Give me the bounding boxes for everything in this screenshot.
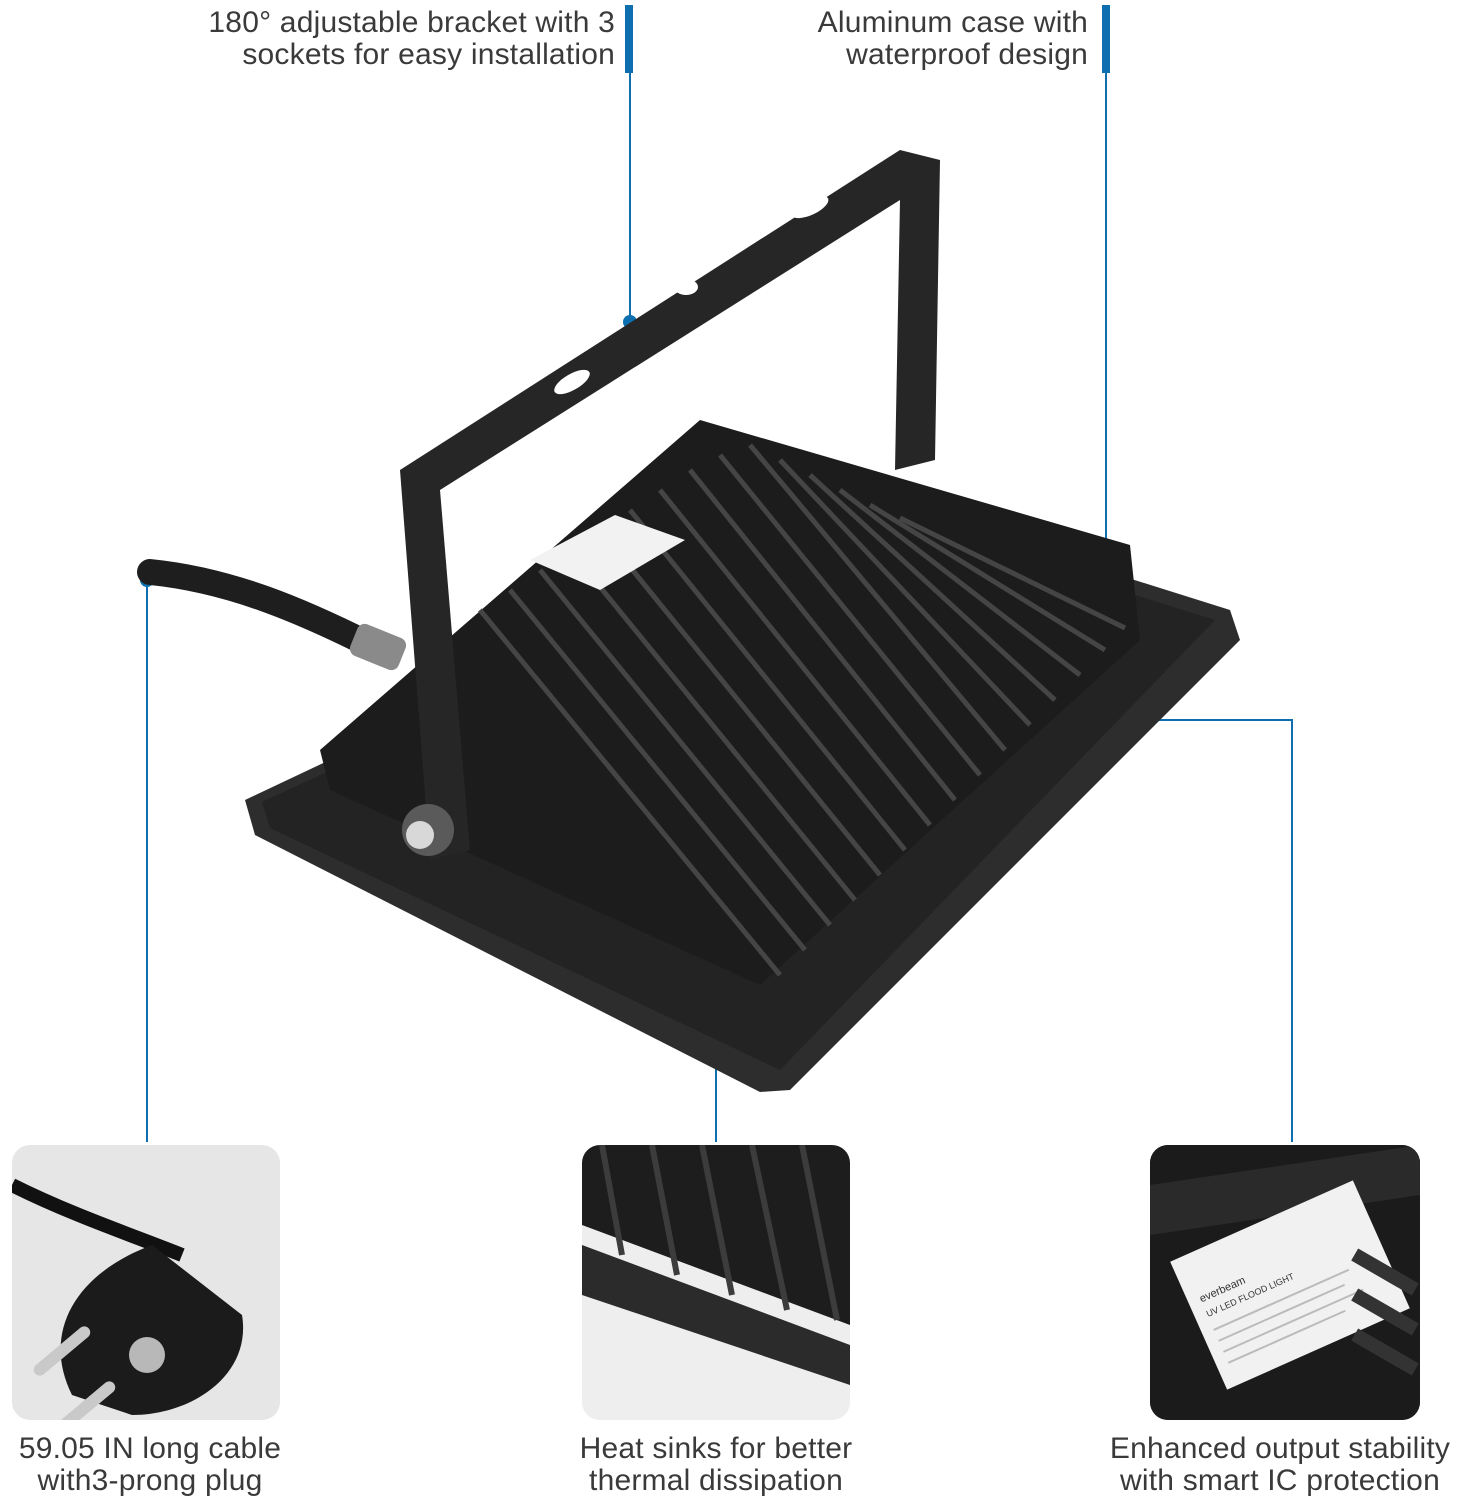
case-callout: Aluminum case with waterproof design — [700, 7, 1088, 71]
case-callout-line2: waterproof design — [846, 38, 1088, 71]
spec-label — [1170, 1180, 1410, 1390]
power-cable — [137, 559, 383, 658]
case-accent-bar — [1102, 5, 1110, 73]
bracket-slot-1 — [554, 369, 590, 395]
plug-pin-2 — [58, 1381, 116, 1420]
heatsink-image — [582, 1145, 850, 1420]
bracket-hole — [674, 279, 698, 295]
ground-clip — [129, 1337, 165, 1373]
flood-light-image — [137, 150, 1240, 1092]
heatsink-caption-line1: Heat sinks for better — [579, 1432, 853, 1465]
heat-sink-fins — [478, 443, 1127, 977]
cable-caption: 59.05 IN long cable with3-prong plug — [0, 1433, 300, 1497]
mounting-bracket — [400, 150, 940, 860]
bracket-slot-2 — [791, 195, 829, 219]
case-callout-line1: Aluminum case with — [817, 6, 1088, 39]
plug-image — [12, 1178, 244, 1420]
cable-gland — [349, 623, 407, 671]
cable-caption-line2: with3-prong plug — [37, 1464, 263, 1497]
spec-sticker — [530, 515, 685, 590]
ic-caption-line1: Enhanced output stability — [1109, 1432, 1451, 1465]
plug-pin-1 — [33, 1326, 91, 1376]
ic-closeup-panel: everbeam UV LED FLOOD LIGHT — [1150, 1145, 1420, 1420]
heatsink-caption: Heat sinks for better thermal dissipatio… — [556, 1433, 876, 1497]
bracket-accent-bar — [625, 5, 633, 73]
ic-caption-line2: with smart IC protection — [1120, 1464, 1440, 1497]
heatsink-closeup-panel — [582, 1145, 850, 1420]
plug-closeup-panel — [12, 1145, 280, 1420]
bracket-callout: 180° adjustable bracket with 3 sockets f… — [100, 7, 615, 71]
cable-caption-line1: 59.05 IN long cable — [18, 1432, 282, 1465]
bracket-callout-line2: sockets for easy installation — [242, 38, 615, 71]
heatsink-caption-line2: thermal dissipation — [589, 1464, 843, 1497]
plug-body — [60, 1245, 244, 1415]
ic-caption: Enhanced output stability with smart IC … — [1085, 1433, 1475, 1497]
bracket-callout-line1: 180° adjustable bracket with 3 — [208, 6, 615, 39]
ic-label-image: everbeam UV LED FLOOD LIGHT — [1150, 1145, 1420, 1420]
